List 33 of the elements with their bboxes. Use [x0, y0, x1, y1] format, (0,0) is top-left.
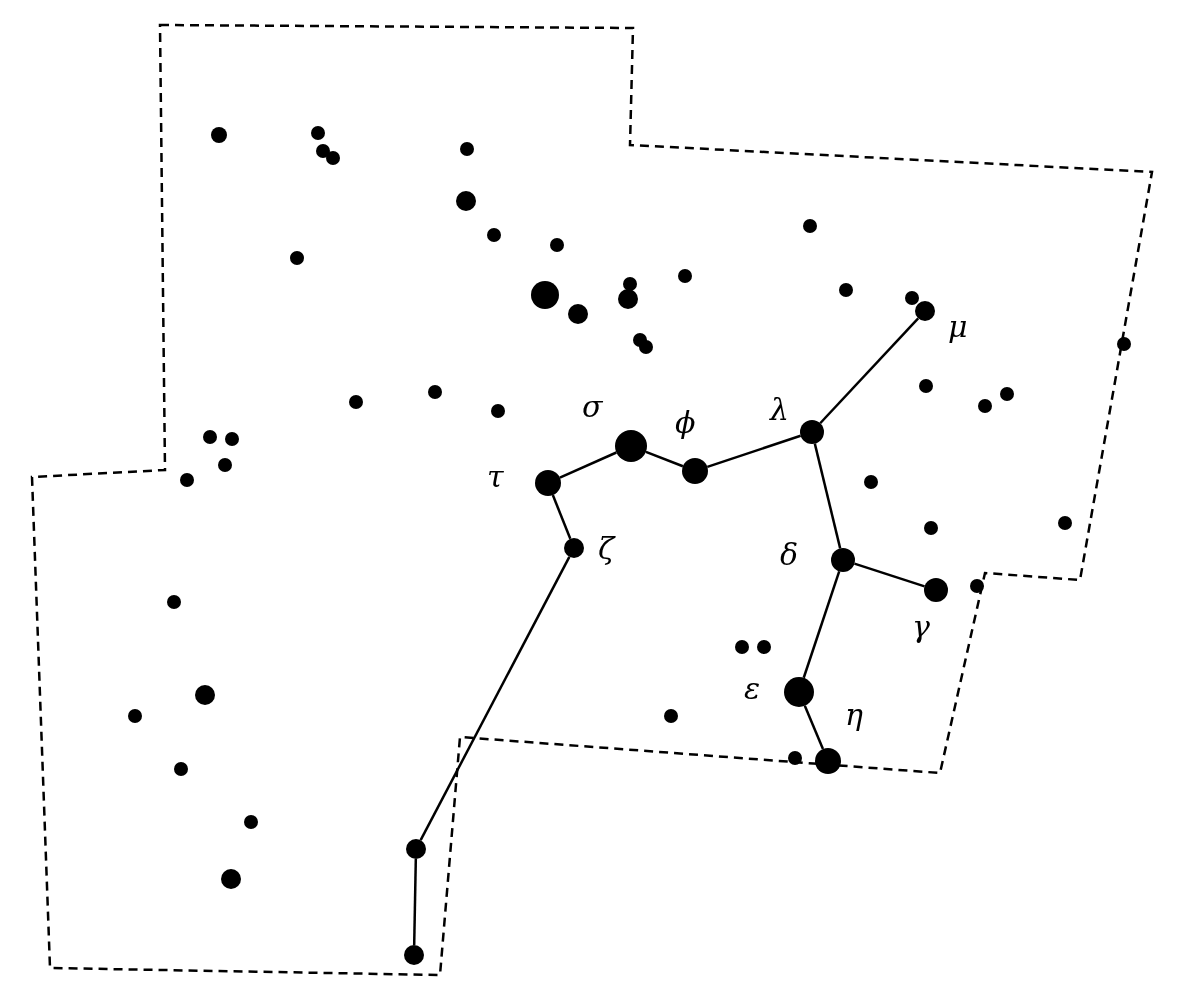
constellation-line	[551, 494, 572, 540]
star-dot	[815, 748, 841, 774]
star-dot	[784, 677, 814, 707]
star-dot	[800, 420, 824, 444]
star-label: ε	[744, 674, 761, 704]
star-label: γ	[912, 612, 930, 642]
constellation-line	[559, 451, 617, 479]
constellation-line	[803, 705, 825, 750]
constellation-line	[645, 450, 684, 468]
star-dot	[831, 548, 855, 572]
star-dot	[682, 458, 708, 484]
star-label: ϕ	[675, 408, 696, 438]
star-dot	[404, 945, 424, 965]
star-dot	[564, 538, 584, 558]
star-label: ζ	[598, 534, 615, 564]
star-dot	[615, 430, 647, 462]
star-label: σ	[582, 392, 603, 422]
star-dot	[915, 301, 935, 321]
constellation-line	[813, 443, 842, 549]
star-label: δ	[780, 540, 799, 570]
constellation-line	[802, 571, 841, 679]
constellation-line	[419, 556, 571, 841]
star-dot	[924, 578, 948, 602]
star-dot	[406, 839, 426, 859]
star-dot	[535, 470, 561, 496]
star-label: μ	[948, 312, 968, 342]
star-label: τ	[487, 462, 504, 492]
constellation-line	[819, 317, 920, 425]
constellation-line	[706, 434, 801, 469]
constellation-line	[412, 858, 418, 946]
star-label: λ	[770, 395, 789, 425]
star-label: η	[845, 700, 863, 730]
constellation-line	[854, 562, 925, 588]
